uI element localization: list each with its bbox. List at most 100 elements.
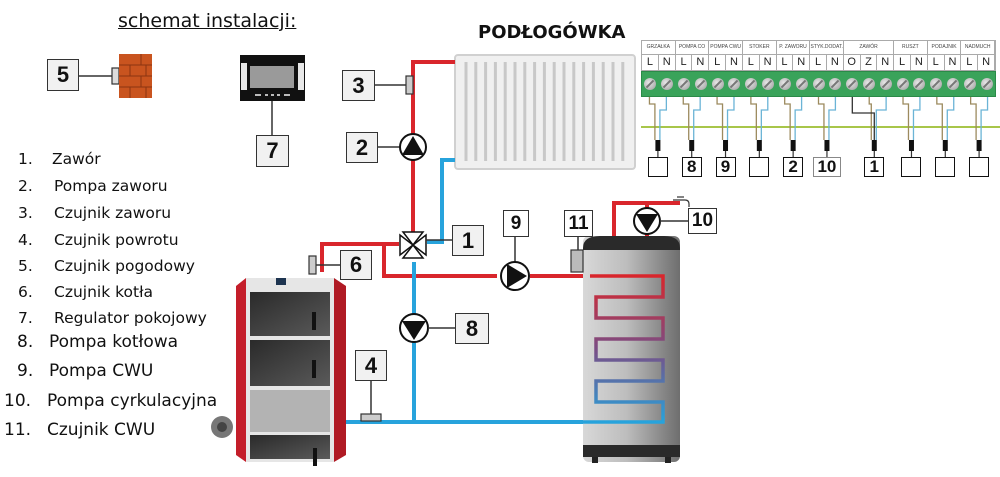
valve-sensor bbox=[374, 75, 414, 95]
weather-sensor bbox=[78, 54, 152, 98]
terminal-pin-label: Z bbox=[861, 55, 878, 70]
pump-icon bbox=[402, 136, 424, 155]
terminal-output-box bbox=[647, 157, 668, 177]
callout-room-regulator: 7 bbox=[256, 135, 289, 167]
terminal-group-label: NADMUCH bbox=[961, 41, 996, 54]
screw-terminal bbox=[827, 72, 844, 96]
terminal-pin-label: N bbox=[911, 55, 928, 70]
terminal-pin-label: N bbox=[793, 55, 811, 70]
terminal-pin-label: N bbox=[760, 55, 777, 70]
callout-circulation-pump: 10 bbox=[688, 208, 717, 234]
callout-valve-sensor: 3 bbox=[342, 70, 375, 101]
screw-terminal bbox=[777, 72, 794, 96]
terminal-output-box: 1 bbox=[864, 157, 885, 177]
terminal-output-box: 10 bbox=[812, 157, 841, 177]
boiler-icon bbox=[211, 278, 346, 466]
return-sensor bbox=[360, 380, 382, 422]
terminal-group-label: STOKER bbox=[743, 41, 777, 54]
pump-icon bbox=[507, 264, 527, 288]
screw-terminal bbox=[793, 72, 810, 96]
legend-item: 9.Pompa CWU bbox=[17, 361, 154, 381]
thermostat-icon bbox=[240, 55, 305, 135]
terminal-pin-label: L bbox=[928, 55, 945, 70]
screw-terminal bbox=[743, 72, 760, 96]
legend-item: 3.Czujnik zaworu bbox=[18, 204, 172, 222]
legend-item: 4.Czujnik powrotu bbox=[18, 231, 179, 249]
faucet-icon bbox=[673, 196, 690, 207]
floor-heating-heading: PODŁOGÓWKA bbox=[478, 22, 626, 43]
terminal-group-label: STYK.DODAT. bbox=[810, 41, 845, 54]
terminal-wiring bbox=[641, 93, 1000, 157]
terminal-output-box: 9 bbox=[715, 157, 736, 177]
dhw-sensor bbox=[570, 236, 584, 273]
callout-valve-pump: 2 bbox=[346, 132, 378, 163]
terminal-pin-label: L bbox=[642, 55, 659, 70]
screw-terminal bbox=[709, 72, 726, 96]
screw-terminal bbox=[760, 72, 777, 96]
terminal-pin-label: L bbox=[709, 55, 727, 70]
screw-terminal bbox=[894, 72, 911, 96]
terminal-group-label: P. ZAWORU bbox=[777, 41, 811, 54]
terminal-pin-label: O bbox=[844, 55, 861, 70]
screw-terminal bbox=[692, 72, 709, 96]
screw-terminal bbox=[676, 72, 693, 96]
terminal-pin-label: L bbox=[676, 55, 693, 70]
legend-item: 11.Czujnik CWU bbox=[4, 420, 156, 440]
screw-terminal bbox=[945, 72, 962, 96]
terminal-group-label: RUSZT bbox=[894, 41, 928, 54]
brick-wall-icon bbox=[119, 54, 152, 98]
screw-terminal bbox=[877, 72, 894, 96]
four-way-valve-icon bbox=[399, 231, 453, 259]
radiator-icon bbox=[454, 54, 636, 170]
screw-terminal bbox=[861, 72, 878, 96]
diagram-title: schemat instalacji: bbox=[118, 10, 297, 32]
screw-terminal bbox=[659, 72, 676, 96]
terminal-pin-label: N bbox=[877, 55, 895, 70]
terminal-group-label: PODAJNIK bbox=[928, 41, 962, 54]
terminal-pin-label: L bbox=[777, 55, 794, 70]
screw-terminal bbox=[726, 72, 743, 96]
boiler-pump bbox=[399, 313, 455, 343]
terminal-pin-label: N bbox=[659, 55, 676, 70]
legend-item: 2.Pompa zaworu bbox=[18, 177, 168, 195]
legend-item: 5.Czujnik pogodowy bbox=[18, 257, 195, 275]
legend-item: 10.Pompa cyrkulacyjna bbox=[4, 391, 218, 411]
legend-item: 6.Czujnik kotła bbox=[18, 283, 154, 301]
terminal-output-box bbox=[749, 157, 770, 177]
terminal-pin-label: L bbox=[743, 55, 760, 70]
terminal-group-label: GRZAŁKA bbox=[642, 41, 676, 54]
callout-return-sensor: 4 bbox=[355, 350, 387, 381]
valve-pump bbox=[377, 133, 427, 161]
screw-terminal bbox=[978, 72, 995, 96]
terminal-group-label: ZAWÓR bbox=[844, 41, 895, 54]
callout-dhw-sensor: 11 bbox=[564, 210, 593, 237]
screw-terminal bbox=[642, 72, 659, 96]
terminal-group-label: POMPA CO bbox=[676, 41, 710, 54]
terminal-output-box bbox=[935, 157, 956, 177]
terminal-pin-label: L bbox=[894, 55, 911, 70]
callout-dhw-pump: 9 bbox=[503, 210, 529, 237]
screw-terminal bbox=[961, 72, 978, 96]
terminal-pin-label: L bbox=[810, 55, 827, 70]
pump-icon bbox=[402, 321, 426, 340]
water-tank-icon bbox=[583, 236, 680, 463]
terminal-output-box bbox=[969, 157, 990, 177]
terminal-pin-label: L bbox=[961, 55, 979, 70]
callout-boiler-sensor: 6 bbox=[340, 250, 372, 280]
callout-valve: 1 bbox=[452, 225, 484, 256]
terminal-output-box: 2 bbox=[783, 157, 804, 177]
cold-pipes bbox=[346, 158, 600, 424]
legend-item: 1.Zawór bbox=[18, 150, 101, 168]
terminal-pin-label: N bbox=[978, 55, 996, 70]
screw-terminal bbox=[844, 72, 861, 96]
terminal-pin-label: N bbox=[726, 55, 743, 70]
pump-icon bbox=[636, 214, 658, 232]
screw-terminal bbox=[928, 72, 945, 96]
legend-item: 7.Regulator pokojowy bbox=[18, 309, 207, 327]
terminal-pin-label: N bbox=[692, 55, 710, 70]
circulation-pump bbox=[633, 196, 690, 235]
boiler-sensor bbox=[308, 255, 341, 275]
